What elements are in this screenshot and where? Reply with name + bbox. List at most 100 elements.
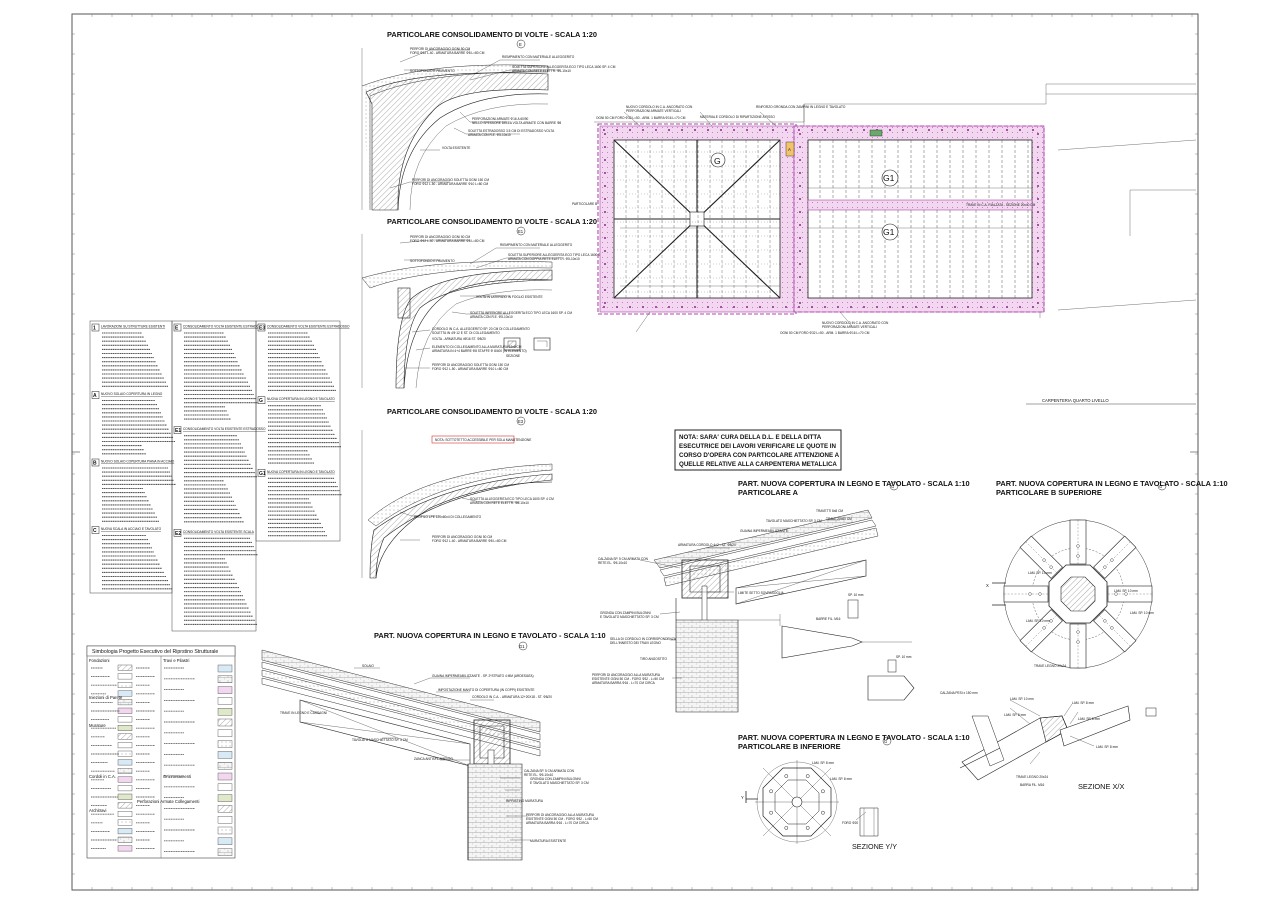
svg-text:RINFORZO GRONDA CON ZAMPINI IN: RINFORZO GRONDA CON ZAMPINI IN LEGNO E T… (756, 105, 846, 109)
spec-id: E (175, 326, 179, 332)
svg-text:G: G (891, 484, 894, 489)
svg-text:FORO Φ12 L.50 - ARMATURA BARRE: FORO Φ12 L.50 - ARMATURA BARRE Φ10 L=80 … (432, 367, 508, 371)
sheet-title: CARPENTERIA QUARTO LIVELLO (1042, 398, 1109, 403)
svg-text:FORO Φ12 L.40 - ARMATURA BARRE: FORO Φ12 L.40 - ARMATURA BARRE Φ8 L=80 C… (432, 539, 507, 543)
svg-text:FORO Φ12 L.40 - ARMATURA BARRE: FORO Φ12 L.40 - ARMATURA BARRE Φ8 L=80 C… (410, 51, 485, 55)
svg-text:NUOVO CORDOLO IN C.A. ANCORATO: NUOVO CORDOLO IN C.A. ANCORATO CON (822, 321, 889, 325)
svg-text:X: X (986, 583, 989, 588)
zone-g1a-tag: G1 (883, 173, 895, 183)
svg-text:SOLETTA IN 4Φ 12 E ST. DI COLL: SOLETTA IN 4Φ 12 E ST. DI COLLEGAMENTO (432, 331, 500, 335)
svg-text:RIPRISTINO MURATURA: RIPRISTINO MURATURA (506, 799, 544, 803)
svg-text:OGNI 50 CM FORO Φ32 L=50 - ARM: OGNI 50 CM FORO Φ32 L=50 - ARM. 1 BARRA … (780, 331, 870, 335)
svg-text:E TAVOLATO MASCHIETTATO SP. 3: E TAVOLATO MASCHIETTATO SP. 3 CM (530, 781, 589, 785)
svg-text:NUOVO CORDOLO IN C.A. ANCORATO: NUOVO CORDOLO IN C.A. ANCORATO CON (626, 105, 693, 109)
svg-text:PERFORAZIONI ARMATE VERTICALI: PERFORAZIONI ARMATE VERTICALI (822, 325, 877, 329)
small-section-a: SEZIONE (503, 337, 551, 358)
roof-plan: G G1 G1 A NUOVO CORDOLO IN C.A. ANCORATO… (572, 83, 1197, 405)
spec-id: B (93, 461, 97, 467)
svg-text:IMPOSTAZIONE MANTO DI COPERTUR: IMPOSTAZIONE MANTO DI COPERTURA (IN COPP… (438, 688, 535, 692)
svg-text:SEZIONE: SEZIONE (506, 354, 520, 358)
spec-id: G (259, 398, 263, 404)
svg-text:BARRE FIL. M16: BARRE FIL. M16 (816, 617, 841, 621)
svg-text:SOTTOFONDO E PAVIMENTO: SOTTOFONDO E PAVIMENTO (410, 69, 455, 73)
spec-heading: NUOVA COPERTURA IN LEGNO E TAVOLATO (267, 470, 335, 474)
svg-text:Murature: Murature (89, 723, 106, 728)
svg-text:E TAVOLATO MASCHIETTATO SP. 3: E TAVOLATO MASCHIETTATO SP. 3 CM (600, 615, 659, 619)
section-xx: LAM. SP. 10 mm LAM. SP. 8 mm LAM. SP. 8 … (959, 697, 1157, 791)
detail-e3: PARTICOLARE CONSOLIDAMENTO DI VOLTE - SC… (361, 407, 597, 579)
svg-text:Iniezioni di Parete: Iniezioni di Parete (89, 695, 123, 700)
svg-text:E1: E1 (518, 229, 524, 234)
svg-text:PART. NUOVA COPERTURA IN LEGNO: PART. NUOVA COPERTURA IN LEGNO E TAVOLAT… (996, 479, 1228, 488)
svg-text:SOLETTA SUPERIORE ALLEGGERITA: SOLETTA SUPERIORE ALLEGGERITA ECO TIPO L… (512, 65, 616, 69)
svg-text:TIRO ANGOSTITO: TIRO ANGOSTITO (640, 657, 668, 661)
e3-note: NOTA: SOTTOTETTO ACCESSIBILE PER SOLA MA… (435, 438, 531, 442)
spec-heading: NUOVO SOLAIO COPERTURA IN LEGNO (101, 392, 163, 396)
svg-text:QUELLE RELATIVE ALLA CARPENTER: QUELLE RELATIVE ALLA CARPENTERIA METALLI… (679, 461, 837, 468)
svg-text:CALZANA SP. 5 CM ARMATA CON: CALZANA SP. 5 CM ARMATA CON (598, 557, 649, 561)
spec-heading: NUOVO SOLAIO COPERTURA PIANA IN ACCIAIO (101, 460, 175, 464)
svg-text:ESECUTRICE DEI LAVORI VERIFICA: ESECUTRICE DEI LAVORI VERIFICARE LE QUOT… (679, 443, 837, 450)
spec-id: A (93, 393, 97, 399)
spec-id: G1 (259, 471, 266, 477)
spec-heading: NUOVA SCALA IN ACCIAIO E TAVOLATO (101, 527, 162, 531)
svg-text:LAM. SP. 8 mm: LAM. SP. 8 mm (1004, 713, 1026, 717)
detail-e: PARTICOLARE CONSOLIDAMENTO DI VOLTE - SC… (361, 30, 616, 211)
section-yy-label: SEZIONE Y/Y (852, 842, 897, 851)
svg-text:E3: E3 (518, 419, 524, 424)
svg-text:MURATURA ESISTENTE: MURATURA ESISTENTE (530, 839, 566, 843)
spec-heading: CONSOLIDAMENTO VOLTA ESISTENTE ESTRADOSS… (183, 427, 266, 431)
svg-text:RETE EL. Φ5-10x10: RETE EL. Φ5-10x10 (598, 561, 627, 565)
svg-text:ARMATA CON R.E. Φ5-10x10: ARMATA CON R.E. Φ5-10x10 (470, 315, 513, 319)
svg-text:NELLO SPESSORE DELLA VOLTA ARM: NELLO SPESSORE DELLA VOLTA ARMATE CON BA… (472, 121, 561, 125)
svg-text:PART. NUOVA COPERTURA IN LEGNO: PART. NUOVA COPERTURA IN LEGNO E TAVOLAT… (374, 631, 606, 640)
svg-text:ARMATA CON RETE ELETTR. Φ5-10x: ARMATA CON RETE ELETTR. Φ5-10x10 (512, 69, 571, 73)
svg-text:LAM. SP. 8 mm: LAM. SP. 8 mm (830, 777, 852, 781)
detail-e3-title: PARTICOLARE CONSOLIDAMENTO DI VOLTE - SC… (387, 407, 597, 416)
svg-text:RIEMPIMENTO CON MATERIALE ALLE: RIEMPIMENTO CON MATERIALE ALLEGGERITO (502, 55, 575, 59)
svg-text:PERFORI DI ANCORAGGIO OGNI 50: PERFORI DI ANCORAGGIO OGNI 50 CM (410, 235, 471, 239)
svg-text:ESISTENTE OGNI 50 CM - FORO Φ3: ESISTENTE OGNI 50 CM - FORO Φ32 - L=50 C… (592, 677, 664, 681)
svg-text:CORSO D'OPERA CON PARTICOLARE: CORSO D'OPERA CON PARTICOLARE ATTENZIONE… (679, 452, 840, 459)
svg-text:ARMATURA BARRA Φ16 - L=70 CM C: ARMATURA BARRA Φ16 - L=70 CM CIRCA (526, 821, 590, 825)
svg-text:Perforazioni Armate Collegamen: Perforazioni Armate Collegamenti (137, 799, 199, 804)
svg-text:Architravi: Architravi (89, 808, 107, 813)
svg-text:A: A (788, 147, 791, 152)
svg-text:TRAVE 20x60 CM: TRAVE 20x60 CM (826, 517, 852, 521)
svg-text:ELEMENTO DI COLLEGAMENTO ALLA: ELEMENTO DI COLLEGAMENTO ALLA MURATURA 1… (432, 345, 522, 349)
svg-text:TRAVE LEGNO 20x24: TRAVE LEGNO 20x24 (1016, 775, 1048, 779)
svg-text:SELLA DI CORDOLO IN CORRISPOND: SELLA DI CORDOLO IN CORRISPONDENZA (610, 637, 677, 641)
svg-text:G: G (884, 739, 887, 744)
svg-text:ARMATA CON DOPPIA RETE ELETTR.: ARMATA CON DOPPIA RETE ELETTR. Φ5-10x10 (508, 257, 580, 261)
svg-text:G: G (1159, 484, 1162, 489)
svg-text:GRONDA CON ZAMPINI BULONNI: GRONDA CON ZAMPINI BULONNI (530, 777, 581, 781)
svg-text:ARMATURA IN 4+4 BARRE Φ8 STAFF: ARMATURA IN 4+4 BARRE Φ8 STAFFE Φ 8/400 … (432, 349, 527, 353)
svg-text:SP. 10 mm: SP. 10 mm (896, 655, 912, 659)
detail-g1-roof: PART. NUOVA COPERTURA IN LEGNO E TAVOLAT… (261, 631, 606, 861)
svg-text:PERFORI DI ANCORAGGIO ALLA MUR: PERFORI DI ANCORAGGIO ALLA MURATURA (526, 813, 595, 817)
detail-b-superiore: PART. NUOVA COPERTURA IN LEGNO E TAVOLAT… (986, 479, 1228, 669)
spec-heading: CONSOLIDAMENTO VOLTA ESISTENTE SCALA (183, 530, 255, 534)
svg-text:PERFORI DI ANCORAGGIO ALLA MUR: PERFORI DI ANCORAGGIO ALLA MURATURA (592, 673, 661, 677)
spec-id: E1 (175, 428, 181, 434)
svg-text:LAM. SP. 10 mm: LAM. SP. 10 mm (1010, 697, 1034, 701)
svg-text:PROFILO LPE 120x60x4 DI COLLEG: PROFILO LPE 120x60x4 DI COLLEGAMENTO (414, 515, 482, 519)
detail-e-title: PARTICOLARE CONSOLIDAMENTO DI VOLTE - SC… (387, 30, 597, 39)
zone-g-tag: G (714, 156, 721, 166)
svg-text:G1: G1 (519, 644, 525, 649)
detail-e1: PARTICOLARE CONSOLIDAMENTO DI VOLTE - SC… (361, 217, 612, 389)
svg-text:PART. NUOVA COPERTURA IN LEGNO: PART. NUOVA COPERTURA IN LEGNO E TAVOLAT… (738, 479, 970, 488)
svg-text:LIMITE SETTO SOVRASOGLIA: LIMITE SETTO SOVRASOGLIA (738, 591, 785, 595)
svg-text:PERFORI DI ANCORAGGIO SOLETTA: PERFORI DI ANCORAGGIO SOLETTA OGNI 150 C… (432, 363, 509, 367)
svg-text:PART. NUOVA COPERTURA IN LEGNO: PART. NUOVA COPERTURA IN LEGNO E TAVOLAT… (738, 733, 970, 742)
svg-text:LAM. SP. 8 mm: LAM. SP. 8 mm (812, 761, 834, 765)
svg-text:LAM. SP. 10 mm: LAM. SP. 10 mm (1026, 619, 1050, 623)
svg-text:SP. 10 mm: SP. 10 mm (848, 593, 864, 597)
svg-text:GUAINA IMPERMEABILIZZANTE - SP: GUAINA IMPERMEABILIZZANTE - SP. 2*STRATO… (432, 674, 534, 678)
svg-text:PARTICOLARE B INFERIORE: PARTICOLARE B INFERIORE (738, 742, 841, 751)
svg-text:TRAVETTI 8x8 CM: TRAVETTI 8x8 CM (816, 509, 843, 513)
svg-text:RETE EL. Φ5-10x10: RETE EL. Φ5-10x10 (524, 773, 553, 777)
svg-text:ESISTENTE OGNI 50 CM - FORO Φ3: ESISTENTE OGNI 50 CM - FORO Φ32 - L=50 C… (526, 817, 598, 821)
svg-text:LAM. SP. 8 mm: LAM. SP. 8 mm (1072, 701, 1094, 705)
